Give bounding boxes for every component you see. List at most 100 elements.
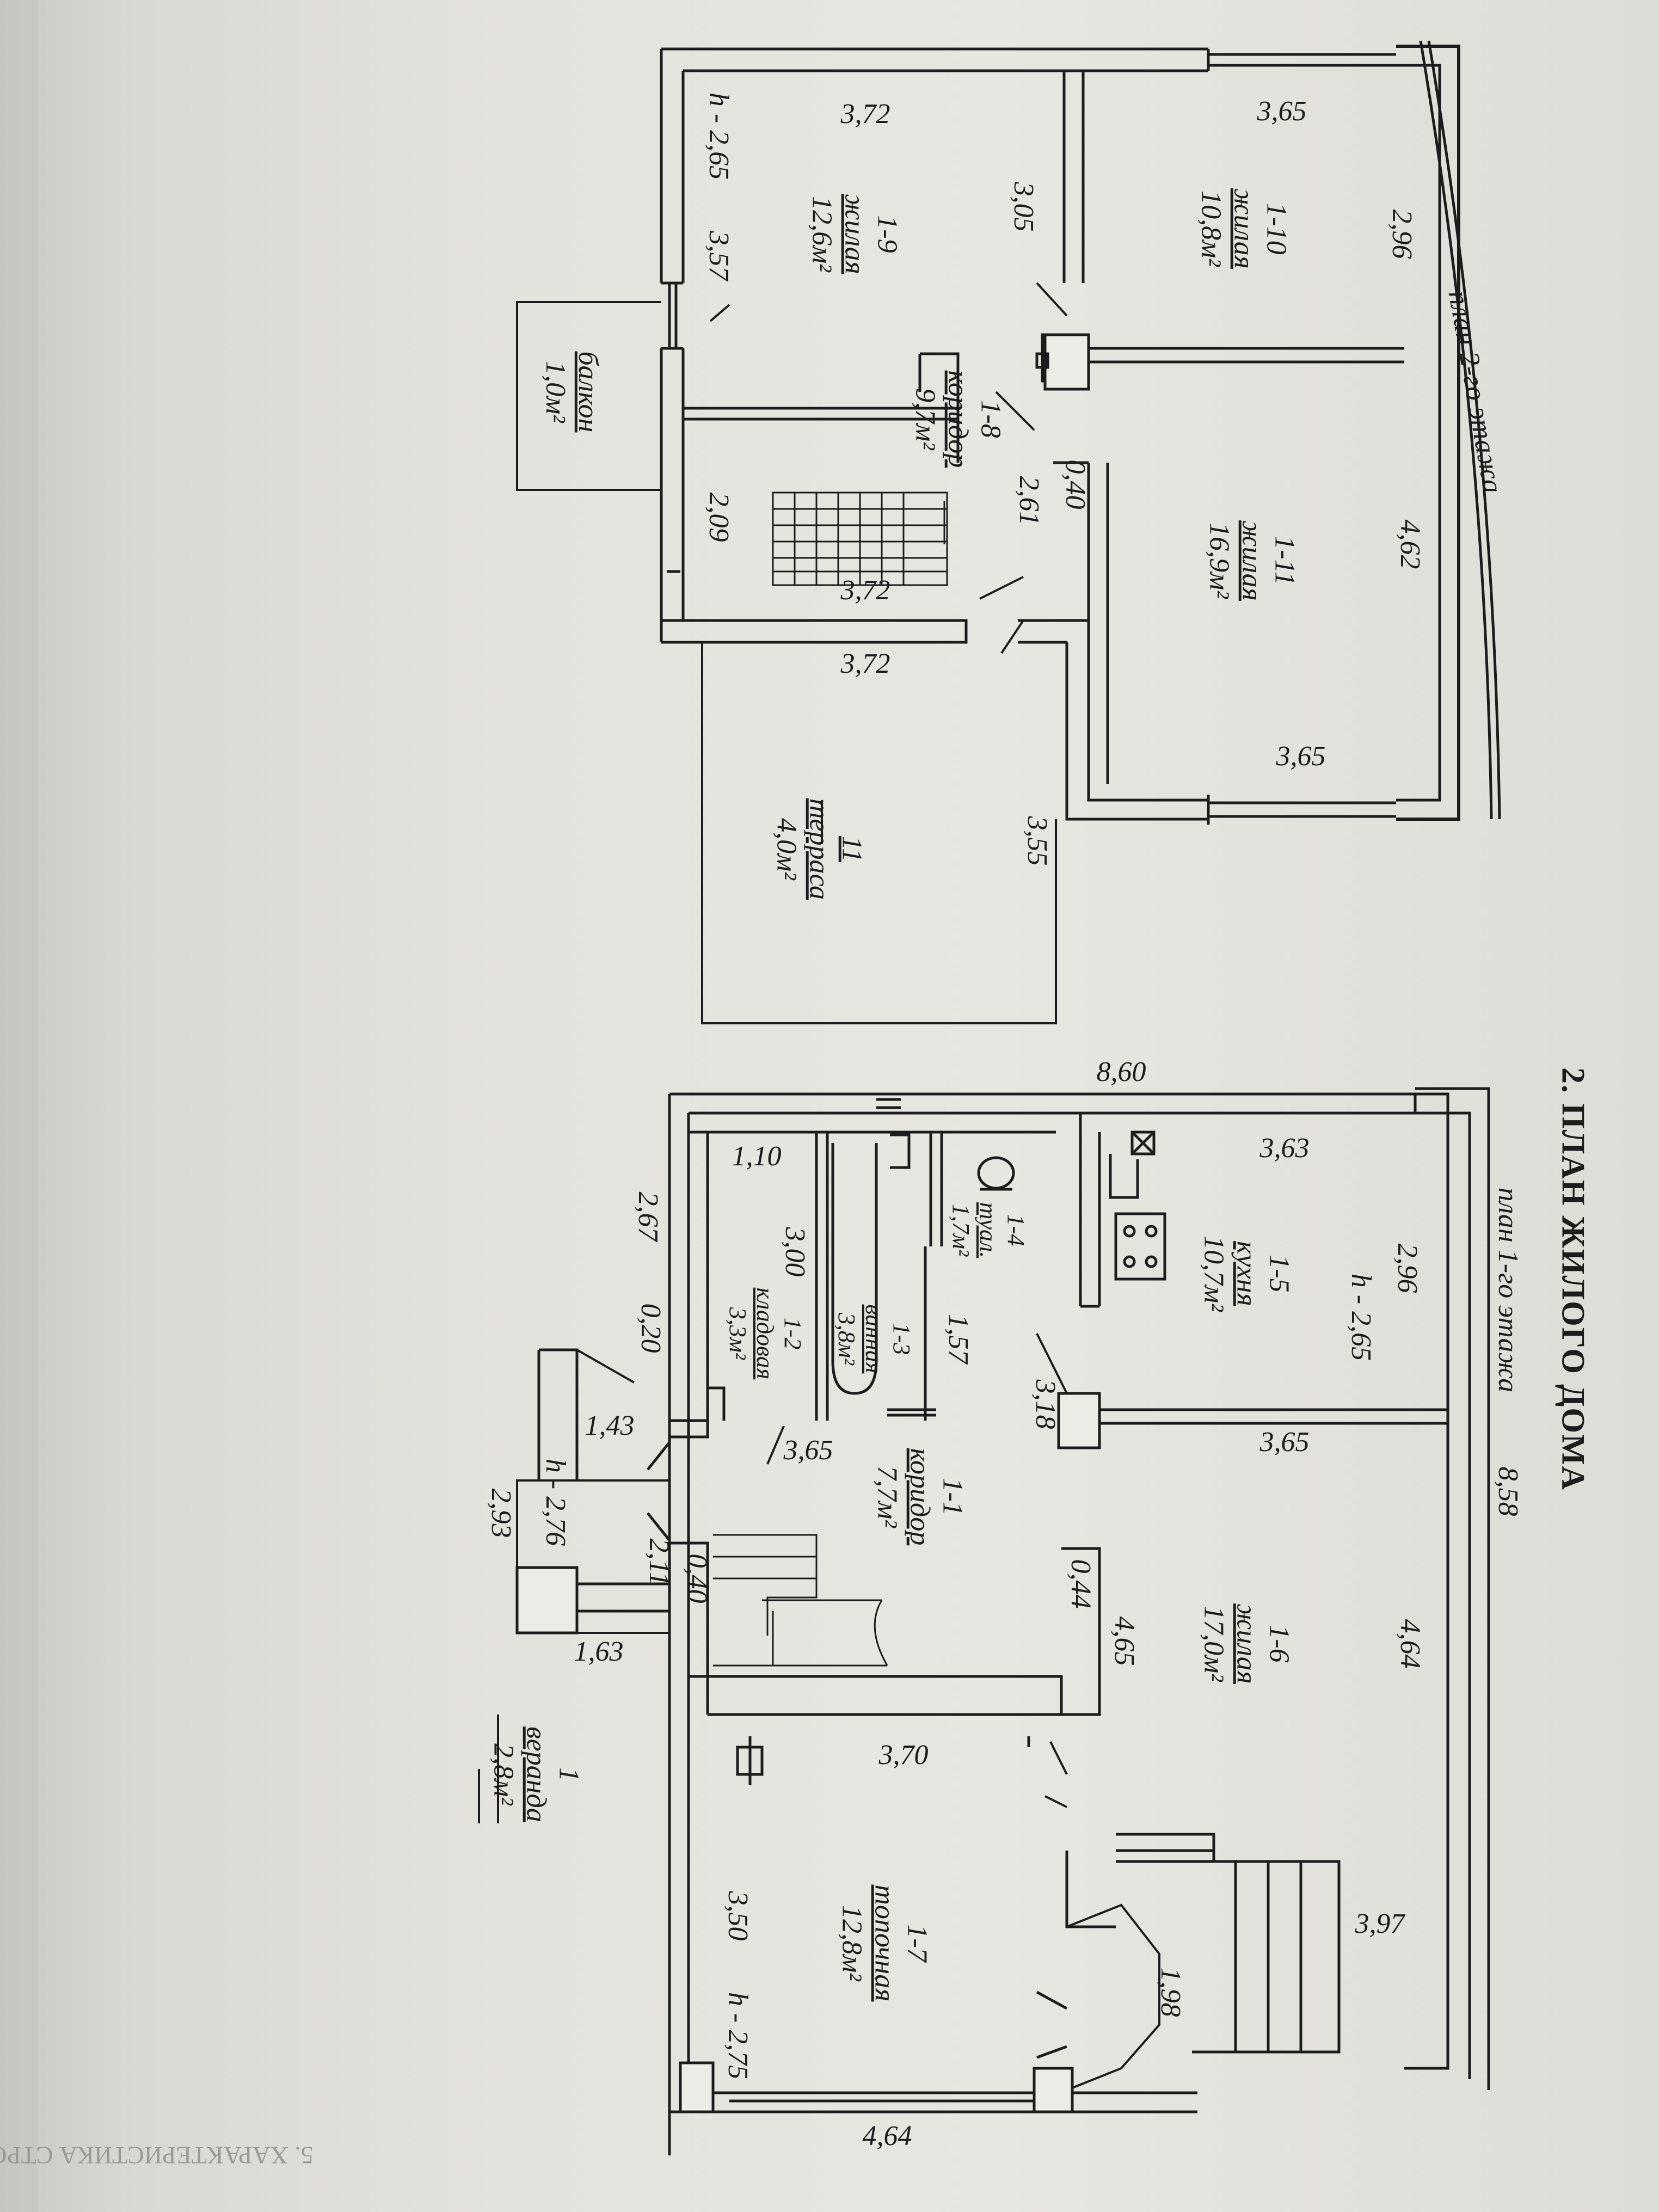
dim-3-18: 3,18 bbox=[1029, 1379, 1061, 1429]
room-1-6-num: 1-6 bbox=[1263, 1625, 1295, 1663]
dim-4-65: 4,65 bbox=[1108, 1616, 1140, 1666]
room-1-10-area: 10,8м² bbox=[1196, 191, 1227, 267]
dim-3-65-f1: 3,65 bbox=[1259, 1427, 1310, 1458]
room-1-5: 1-5 кухня 10,7м² bbox=[1197, 1236, 1295, 1312]
dim-3-63: 3,63 bbox=[1259, 1133, 1310, 1164]
room-1-10-name: жилая bbox=[1228, 188, 1259, 269]
dim-3-72-mid: 3,72 bbox=[840, 575, 890, 606]
floor1-height: h - 2,65 bbox=[1345, 1273, 1377, 1361]
room-1-7-name: топочная bbox=[869, 1884, 900, 2002]
room-1-6: 1-6 жилая 17,0м² bbox=[1197, 1603, 1295, 1684]
room-veranda-area: 2,8м² bbox=[488, 1743, 520, 1805]
room-1-4: 1-4 туал. 1,7м² bbox=[947, 1202, 1029, 1258]
dim-3-70: 3,70 bbox=[878, 1740, 929, 1771]
room-1-8-num: 1-8 bbox=[975, 400, 1006, 438]
room-1-11-num: 1-11 bbox=[1269, 536, 1300, 586]
room-1-6-name: жилая bbox=[1231, 1603, 1262, 1684]
room-1-7-num: 1-7 bbox=[901, 1924, 933, 1962]
room-1-3-name: ванная bbox=[861, 1304, 888, 1374]
room-1-5-name: кухня bbox=[1231, 1241, 1262, 1306]
floor2-walls bbox=[516, 40, 1501, 1024]
room-1-8-area: 9,7м² bbox=[910, 388, 942, 450]
floor1-title: план 1-го этажа bbox=[1492, 1187, 1523, 1393]
dim-h-2-75: h - 2,75 bbox=[722, 1992, 753, 2080]
dim-3-65-bottom: 3,65 bbox=[1276, 741, 1326, 772]
room-1-9-num: 1-9 bbox=[871, 215, 903, 253]
room-terrace: 11 терраса 4,0м² bbox=[770, 798, 868, 900]
room-1-5-area: 10,7м² bbox=[1199, 1236, 1230, 1312]
room-1-3-num: 1-3 bbox=[888, 1323, 915, 1355]
room-1-10: 1-10 жилая 10,8м² bbox=[1195, 188, 1292, 269]
dim-3-55: 3,55 bbox=[1021, 816, 1053, 866]
dim-2-11: 2,11 bbox=[643, 1538, 674, 1586]
dim-3-72-top: 3,72 bbox=[840, 99, 890, 130]
room-1-9-area: 12,6м² bbox=[807, 196, 838, 272]
dim-3-50: 3,50 bbox=[722, 1891, 753, 1941]
dim-2-09: 2,09 bbox=[703, 492, 734, 542]
dim-4-62: 4,62 bbox=[1394, 519, 1425, 569]
dim-2-96-f2: 2,96 bbox=[1386, 209, 1417, 259]
dim-4-64-top: 4,64 bbox=[1394, 1619, 1425, 1669]
dim-1-98: 1,98 bbox=[1154, 1967, 1186, 2017]
dim-1-57: 1,57 bbox=[942, 1314, 974, 1364]
dim-8-60: 8,60 bbox=[1096, 1056, 1146, 1088]
document-heading: 2. ПЛАН ЖИЛОГО ДОМА bbox=[1555, 1067, 1592, 1491]
room-1-8: 1-8 коридор 9,7м² bbox=[909, 371, 1006, 468]
dim-3-65b-f1: 3,65 bbox=[783, 1435, 833, 1466]
dim-3-65-top: 3,65 bbox=[1257, 96, 1307, 127]
bleed-through-table bbox=[0, 0, 38, 2212]
room-balcony-name: балкон bbox=[572, 351, 604, 433]
room-terrace-area: 4,0м² bbox=[771, 818, 803, 880]
room-1-2-num: 1-2 bbox=[779, 1317, 806, 1350]
room-1-11-area: 16,9м² bbox=[1204, 523, 1236, 599]
dim-h-2-65-f2: h - 2,65 bbox=[703, 92, 734, 180]
room-balcony: балкон 1,0м² bbox=[539, 352, 604, 433]
dim-0-40-f2: 0,40 bbox=[1059, 459, 1091, 509]
dim-h-2-76: h - 2,76 bbox=[539, 1458, 571, 1546]
room-1-11-name: жилая bbox=[1236, 520, 1268, 601]
room-terrace-name: терраса bbox=[803, 798, 835, 900]
room-1-1-num: 1-1 bbox=[937, 1478, 968, 1516]
room-1-8-name: коридор bbox=[942, 370, 974, 468]
room-1-4-name: туал. bbox=[975, 1202, 1002, 1258]
dim-2-96-f1: 2,96 bbox=[1391, 1243, 1423, 1293]
room-terrace-num: 11 bbox=[836, 835, 868, 863]
room-1-6-area: 17,0м² bbox=[1199, 1606, 1230, 1682]
dim-3-00: 3,00 bbox=[779, 1227, 810, 1277]
dim-8-58: 8,58 bbox=[1492, 1466, 1523, 1516]
dim-2-61: 2,61 bbox=[1013, 476, 1044, 526]
room-1-1: 1-1 коридор 7,7м² bbox=[871, 1448, 968, 1546]
room-1-3: 1-3 ванная 3,8м² bbox=[832, 1305, 915, 1374]
dim-3-05: 3,05 bbox=[1007, 182, 1039, 232]
dim-2-67: 2,67 bbox=[632, 1191, 663, 1242]
dim-1-63: 1,63 bbox=[574, 1636, 624, 1668]
dim-2-93: 2,93 bbox=[485, 1488, 517, 1538]
room-veranda: 1 веранда 2,8м² bbox=[487, 1726, 585, 1822]
room-1-4-num: 1-4 bbox=[1002, 1214, 1029, 1246]
room-1-1-area: 7,7м² bbox=[872, 1466, 904, 1528]
room-1-2-name: кладовая bbox=[752, 1287, 779, 1380]
dim-1-43: 1,43 bbox=[585, 1410, 635, 1442]
room-1-4-area: 1,7м² bbox=[947, 1203, 974, 1257]
room-1-10-num: 1-10 bbox=[1261, 202, 1292, 255]
room-1-5-num: 1-5 bbox=[1263, 1255, 1295, 1293]
dim-0-40-f1: 0,40 bbox=[681, 1553, 712, 1603]
room-balcony-area: 1,0м² bbox=[540, 361, 571, 423]
dim-4-64-bottom: 4,64 bbox=[862, 2121, 912, 2152]
room-1-7-area: 12,8м² bbox=[837, 1905, 868, 1981]
room-1-11: 1-11 жилая 16,9м² bbox=[1203, 520, 1300, 601]
room-1-7: 1-7 топочная 12,8м² bbox=[835, 1885, 933, 2002]
room-veranda-name: веранда bbox=[520, 1726, 552, 1822]
dim-1-10: 1,10 bbox=[732, 1141, 782, 1172]
room-veranda-num: 1 bbox=[553, 1767, 585, 1781]
room-1-3-area: 3,8м² bbox=[833, 1312, 860, 1366]
dim-3-57: 3,57 bbox=[703, 231, 734, 281]
dim-3-72-low: 3,72 bbox=[840, 648, 890, 680]
room-1-9: 1-9 жилая 12,6м² bbox=[806, 194, 903, 274]
room-1-1-name: коридор bbox=[904, 1448, 936, 1546]
room-1-2: 1-2 кладовая 3,3м² bbox=[723, 1288, 806, 1380]
dim-3-97: 3,97 bbox=[1355, 1908, 1405, 1940]
floor1-walls bbox=[515, 1087, 1490, 2155]
bottom-caption: 5. ХАРАКТЕРИСТИКА СТРОЕНИЯ bbox=[0, 2141, 314, 2170]
